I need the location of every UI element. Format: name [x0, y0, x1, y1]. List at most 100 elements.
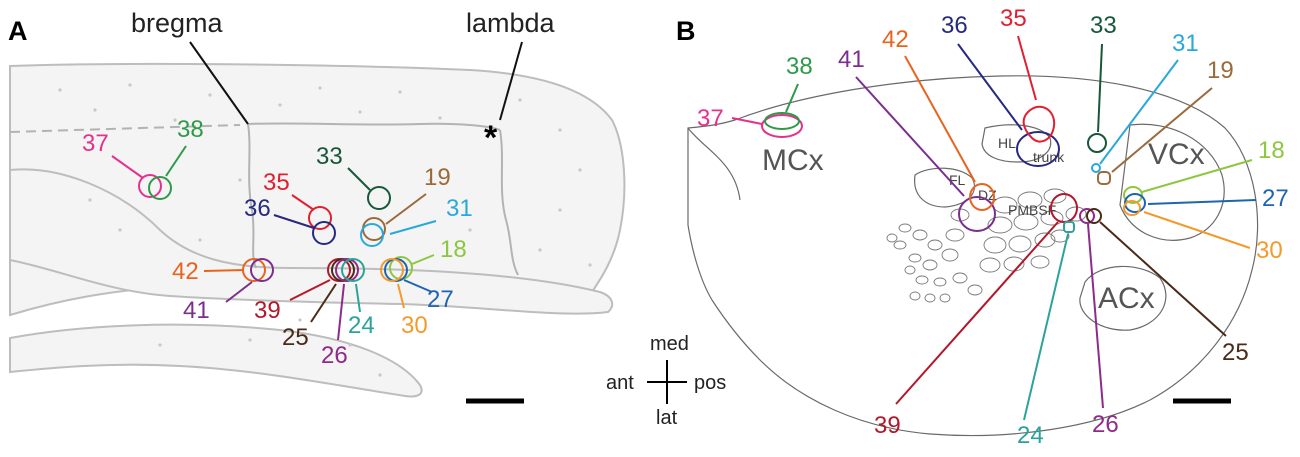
- site-a-37-label: 37: [82, 130, 109, 157]
- site-b-31: 31: [1091, 30, 1199, 173]
- site-b-26: 26: [1079, 208, 1119, 438]
- compass-med: med: [650, 333, 689, 355]
- site-a-25-label: 25: [282, 324, 309, 351]
- site-a-33-label: 33: [316, 143, 343, 170]
- site-a-33: 33: [316, 143, 391, 210]
- area-hl: HL: [998, 135, 1016, 151]
- skull-jaw: [9, 323, 423, 398]
- site-b-26-leader: [1087, 223, 1104, 409]
- site-b-24-label: 24: [1017, 422, 1044, 449]
- site-b-30-marker: [1123, 200, 1141, 216]
- site-a-27-label: 27: [427, 286, 454, 313]
- site-b-33-label: 33: [1090, 12, 1117, 39]
- fl-region: [914, 167, 975, 208]
- site-b-24: 24: [1017, 221, 1075, 449]
- compass-lat: lat: [656, 407, 678, 429]
- site-b-30-leader: [1143, 211, 1251, 249]
- site-b-42: 42: [882, 26, 995, 211]
- site-a-37-leader: [111, 155, 144, 179]
- cortex-outline: [687, 75, 1259, 437]
- site-a-42-label: 42: [172, 258, 199, 285]
- site-a-24-marker: [341, 258, 365, 282]
- site-a-39-label: 39: [254, 297, 281, 324]
- site-b-41-leader: [855, 76, 965, 197]
- site-b-27: 27: [1124, 185, 1289, 213]
- site-b-36-marker: [1016, 131, 1060, 167]
- olfactory-notch: [687, 127, 741, 201]
- site-b-25: 25: [1086, 208, 1249, 366]
- site-b-33-leader: [1097, 43, 1103, 133]
- site-a-42: 42: [172, 258, 266, 285]
- site-b-41-marker: [958, 196, 996, 232]
- area-trunk: trunk: [1033, 149, 1065, 165]
- site-a-38-marker: [148, 176, 172, 200]
- site-a-37: 37: [82, 130, 162, 198]
- site-b-38: 38: [764, 53, 813, 130]
- site-a-31: 31: [360, 195, 473, 247]
- site-b-35-leader: [1017, 35, 1037, 101]
- site-b-37-marker: [761, 114, 803, 138]
- coronal-suture: [247, 123, 257, 269]
- hl-region: [981, 124, 1052, 163]
- site-b-42-label: 42: [882, 26, 909, 53]
- site-b-35: 35: [1000, 5, 1056, 143]
- sites-panel-b: 37 38 41 42 36: [697, 5, 1289, 449]
- site-b-39-leader: [895, 221, 1059, 405]
- site-b-25-label: 25: [1222, 339, 1249, 366]
- site-b-26-marker: [1079, 208, 1095, 224]
- site-a-33-leader: [347, 167, 371, 191]
- site-a-38-label: 38: [177, 116, 204, 143]
- site-b-31-leader: [1099, 59, 1179, 165]
- site-b-31-label: 31: [1172, 30, 1199, 57]
- site-a-31-label: 31: [446, 195, 473, 222]
- site-a-18-leader: [411, 254, 435, 265]
- panel-b-letter: B: [676, 16, 696, 46]
- site-b-27-label: 27: [1262, 185, 1289, 212]
- site-b-39-label: 39: [874, 412, 901, 439]
- area-acx: ACx: [1098, 282, 1155, 315]
- panel-a-letter: A: [8, 16, 28, 46]
- site-a-39-leader: [289, 279, 331, 301]
- site-b-35-marker: [1022, 105, 1056, 143]
- site-a-26-marker: [335, 258, 359, 282]
- sagittal-suture: [247, 122, 501, 131]
- site-b-19-leader: [1111, 87, 1213, 173]
- site-b-25-leader: [1099, 221, 1227, 337]
- site-b-31-marker: [1091, 163, 1101, 173]
- site-b-18-label: 18: [1258, 137, 1285, 164]
- site-a-36-leader: [273, 214, 315, 229]
- site-b-38-leader: [785, 83, 799, 113]
- site-b-24-leader: [1023, 233, 1069, 421]
- site-a-24-leader: [355, 283, 361, 313]
- acx-region: [1079, 265, 1167, 331]
- area-pmbsf: PMBSF: [1008, 202, 1056, 218]
- lambda-label: lambda: [466, 8, 556, 38]
- midline-dashed: [9, 124, 241, 133]
- site-b-19-label: 19: [1207, 57, 1234, 84]
- site-b-18-marker: [1123, 186, 1143, 204]
- sites-panel-a: 37 38 35 36 33: [82, 116, 473, 369]
- area-mcx: MCx: [762, 144, 824, 177]
- site-a-18: 18: [389, 236, 467, 280]
- area-vcx: VCx: [1148, 138, 1205, 171]
- site-a-35-label: 35: [263, 169, 290, 196]
- site-a-30-label: 30: [401, 312, 428, 339]
- site-a-24: 24: [341, 258, 375, 339]
- cortical-map: [687, 75, 1259, 437]
- site-b-26-label: 26: [1092, 411, 1119, 438]
- site-a-37-marker: [138, 174, 162, 198]
- site-a-26-leader: [337, 283, 345, 341]
- site-b-42-leader: [904, 55, 976, 183]
- site-b-37-leader: [731, 117, 763, 125]
- lambda-asterisk: *: [484, 119, 498, 157]
- site-a-35-leader: [291, 194, 315, 211]
- site-b-33-marker: [1087, 133, 1107, 153]
- vcx-region: [1119, 123, 1225, 241]
- bone-texture: [58, 83, 592, 377]
- skull-illustration: [9, 62, 626, 398]
- site-b-41-label: 41: [838, 46, 865, 73]
- site-b-30: 30: [1123, 200, 1283, 264]
- site-a-30-marker: [380, 258, 404, 282]
- bregma-label: bregma: [131, 8, 224, 38]
